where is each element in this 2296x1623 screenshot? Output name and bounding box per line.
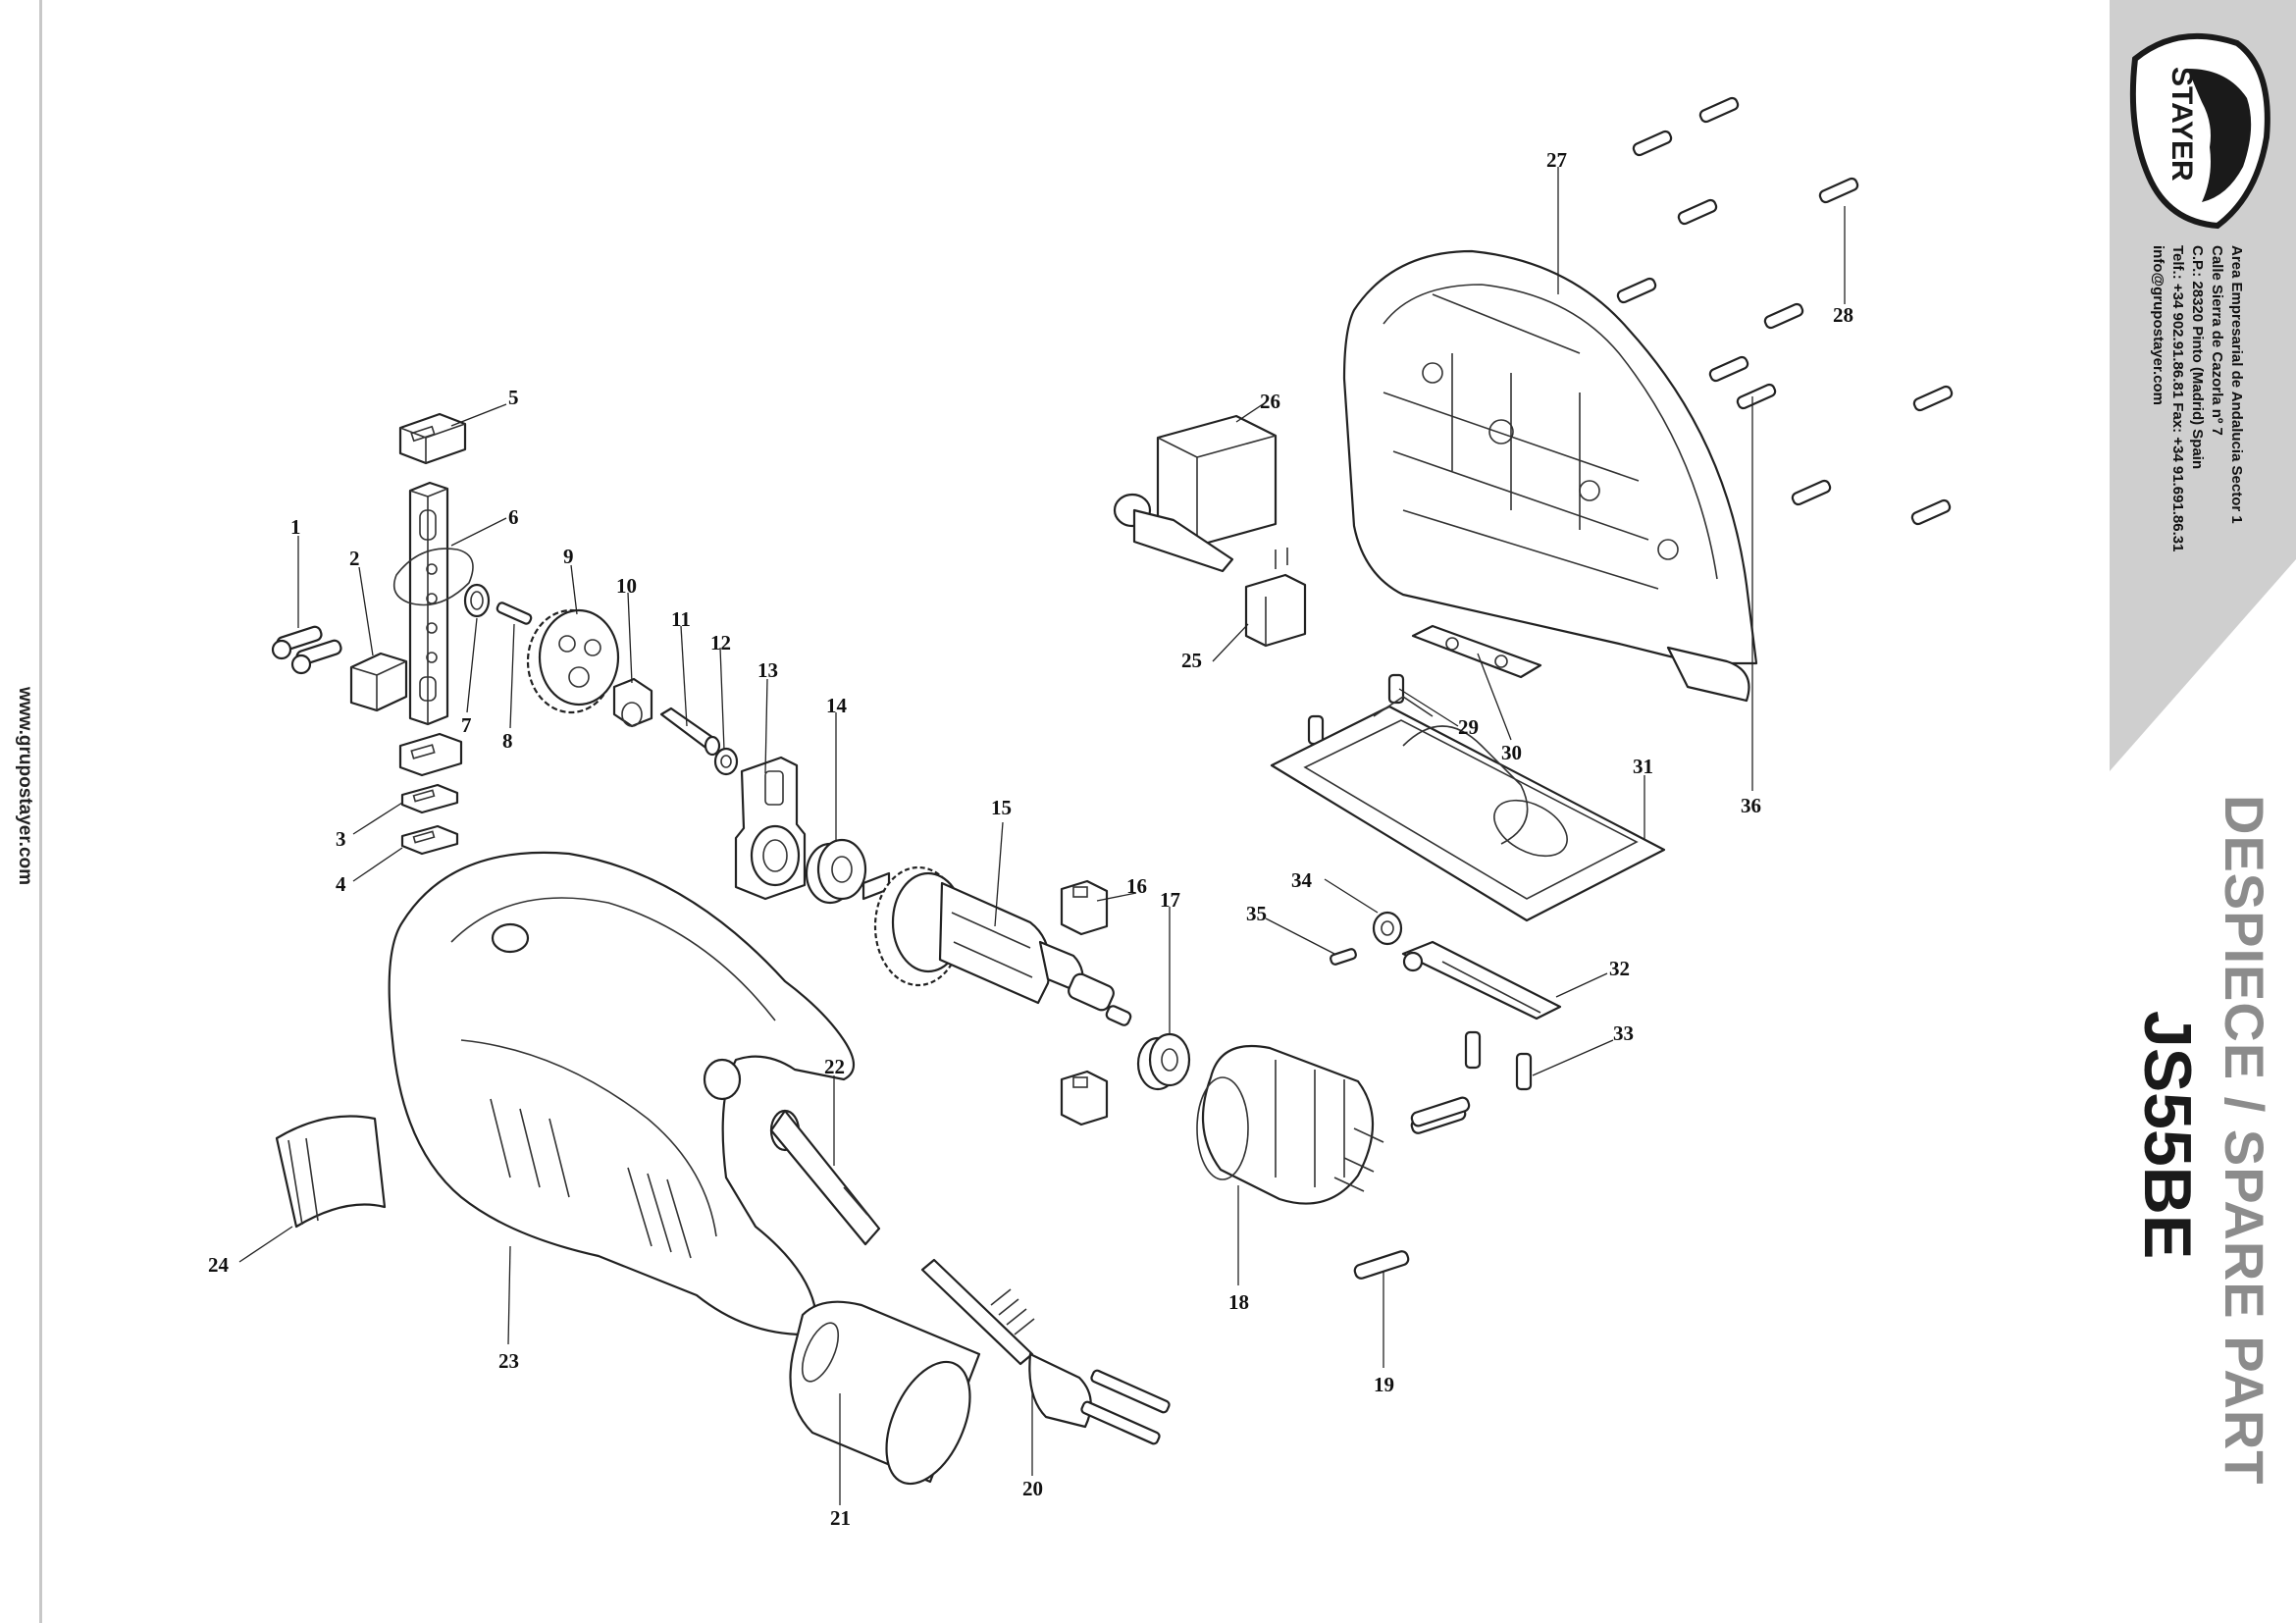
address-line-1: Area Empresarial de Andalucia Sector 1	[2228, 245, 2245, 524]
title-heading: DESPIECE / SPARE PART	[2214, 795, 2275, 1486]
address-line-5: info@grupostayer.com	[2150, 245, 2166, 405]
part-6-slider-plate	[392, 481, 474, 726]
callout-labels: 1 2 3 4 5 6 7 8 9 10 11 12 13 14 15 16 1…	[208, 148, 1853, 1530]
part-34-roller	[1372, 911, 1403, 946]
callout-24: 24	[208, 1253, 230, 1277]
callout-23: 23	[498, 1349, 519, 1373]
address-line-4: Telf.: +34 902.91.86.81 Fax: +34 91.691.…	[2169, 245, 2186, 552]
callout-25: 25	[1181, 649, 1202, 672]
part-5-block-top	[398, 412, 467, 465]
callout-13: 13	[757, 658, 778, 682]
stayer-logo: STAYER	[2129, 32, 2270, 230]
callout-4: 4	[336, 872, 346, 896]
callout-19: 19	[1374, 1373, 1394, 1396]
part-26-switch	[1113, 414, 1278, 573]
part-30-plate	[1411, 624, 1542, 679]
company-address: Area Empresarial de Andalucia Sector 1 C…	[2143, 245, 2251, 657]
callout-29: 29	[1458, 715, 1479, 739]
part-15-armature	[861, 865, 1132, 1026]
part-18-stator	[1196, 1044, 1384, 1205]
callout-5: 5	[508, 386, 519, 409]
part-17-bearing	[1136, 1032, 1191, 1091]
callout-35: 35	[1246, 902, 1267, 925]
callout-30: 30	[1501, 741, 1522, 764]
callout-18: 18	[1228, 1290, 1249, 1314]
callout-7: 7	[461, 713, 472, 737]
logo-text: STAYER	[2166, 67, 2198, 182]
part-8-pin	[496, 602, 533, 625]
callout-15: 15	[991, 796, 1012, 819]
callout-2: 2	[349, 547, 360, 570]
part-25-switch-module	[1244, 548, 1307, 648]
callout-17: 17	[1160, 888, 1180, 912]
part-21-tube	[789, 1300, 981, 1486]
callout-34: 34	[1291, 868, 1313, 892]
callout-22: 22	[824, 1055, 845, 1078]
address-line-2: Calle Sierra de Cazorla nº 7	[2209, 245, 2225, 436]
callout-26: 26	[1260, 390, 1280, 413]
exploded-view-diagram: 1 2 3 4 5 6 7 8 9 10 11 12 13 14 15 16 1…	[208, 96, 1954, 1530]
leader-lines	[238, 167, 1846, 1505]
callout-20: 20	[1022, 1477, 1043, 1500]
part-12-washer	[713, 747, 739, 776]
callout-14: 14	[826, 694, 848, 717]
part-2-clip	[349, 652, 408, 712]
part-23-housing	[388, 851, 856, 1336]
part-27-housing-half	[1342, 249, 1758, 703]
callout-33: 33	[1613, 1021, 1634, 1045]
callout-21: 21	[830, 1506, 851, 1530]
part-22-cord-guard	[769, 1109, 881, 1246]
part-7-spring	[463, 583, 491, 618]
part-13-bracket	[734, 756, 807, 901]
address-line-3: C.P.: 28320 Pinto (Madrid) Spain	[2189, 245, 2206, 470]
part-14-bearing	[805, 838, 867, 905]
callout-3: 3	[336, 827, 346, 851]
callout-6: 6	[508, 505, 519, 529]
part-11-shaft	[659, 707, 721, 757]
callout-9: 9	[563, 545, 574, 568]
model-name: JS55BE	[2130, 1011, 2205, 1260]
logo-boar-icon	[2188, 69, 2252, 202]
part-20-power-cord	[920, 1258, 1171, 1445]
part-33-screws	[1410, 1030, 1533, 1127]
callout-31: 31	[1633, 755, 1653, 778]
callout-11: 11	[671, 607, 691, 631]
callout-8: 8	[502, 729, 513, 753]
callout-32: 32	[1609, 957, 1630, 980]
part-32-guide	[1401, 940, 1562, 1021]
part-28-36-screws	[1616, 96, 1954, 526]
left-margin-rule	[39, 0, 42, 1623]
part-16-brush-holders	[1060, 879, 1109, 1126]
callout-10: 10	[616, 574, 637, 598]
callout-12: 12	[710, 631, 731, 654]
part-24-sleeve	[275, 1115, 387, 1229]
callout-16: 16	[1126, 874, 1147, 898]
callout-36: 36	[1741, 794, 1761, 817]
callout-1: 1	[290, 515, 301, 539]
part-31-base-plate	[1270, 696, 1666, 922]
callout-28: 28	[1833, 303, 1853, 327]
title-block: DESPIECE / SPARE PART JS55BE	[2130, 775, 2286, 1560]
part-1-screws	[271, 625, 342, 675]
part-3-4-blocks	[398, 732, 463, 856]
part-35-pin	[1330, 948, 1357, 966]
part-9-gear	[526, 608, 620, 714]
part-10-bushing	[612, 677, 653, 728]
callout-27: 27	[1546, 148, 1567, 172]
